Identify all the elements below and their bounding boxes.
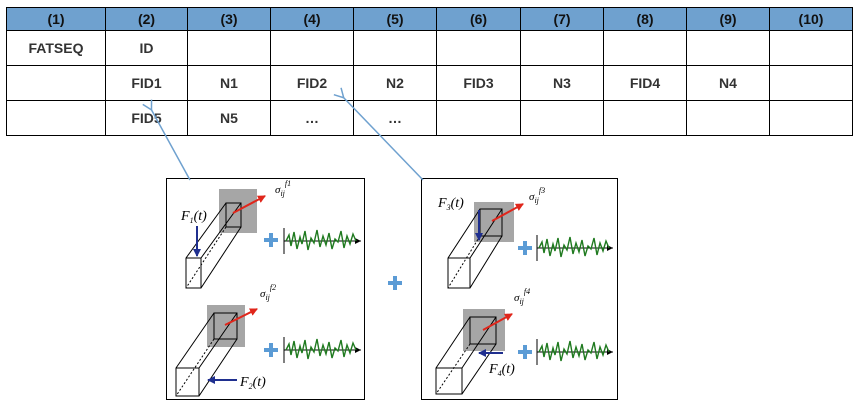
field-number-header-row: (1) (2) (3) (4) (5) (6) (7) (8) (9) (10) [6,7,853,31]
plus-icon [388,276,402,290]
table-cell: N4 [686,65,770,101]
plus-icon [264,233,278,247]
element-beam-4 [435,309,513,395]
table-row: FID1 N1 FID2 N2 FID3 N3 FID4 N4 [6,65,853,101]
field-header-cell: (10) [769,7,853,31]
table-cell [6,65,106,101]
plus-icon [518,241,532,255]
table-cell [769,30,853,66]
fatseq-card-table: (1) (2) (3) (4) (5) (6) (7) (8) (9) (10)… [6,7,853,136]
table-cell [603,30,687,66]
stress-label-4: σijf4 [514,287,530,306]
stress-arrow-2 [224,308,258,326]
table-cell: FID5 [105,100,188,136]
table-cell [187,30,271,66]
force-label-f4: F4(t) [488,362,515,378]
random-signal-icon [536,235,613,261]
element-shade-2 [207,305,245,347]
table-cell: … [353,100,437,136]
stress-label-2: σijf2 [260,283,276,302]
table-cell [436,100,521,136]
plus-icon [264,343,278,357]
table-cell [436,30,521,66]
force-label-f1: F1(t) [180,209,207,225]
field-header-cell: (7) [520,7,604,31]
field-header-cell: (9) [686,7,770,31]
table-cell: FATSEQ [6,30,106,66]
table-cell [6,100,106,136]
table-cell [603,100,687,136]
table-row: FID5 N5 … … [6,100,853,136]
table-cell [686,30,770,66]
table-cell: FID1 [105,65,188,101]
table-cell [769,100,853,136]
random-signal-icon [283,337,361,363]
random-signal-icon [536,339,613,365]
force-label-f2: F2(t) [239,375,266,391]
stress-label-1: σijf1 [275,179,291,198]
left-load-panel [166,178,365,400]
connector-fid2-line [343,97,424,181]
element-beam-2 [175,305,258,397]
stress-arrow-4 [482,313,513,331]
plus-icon [518,345,532,359]
field-header-cell: (1) [6,7,106,31]
stress-arrow-3 [491,203,524,222]
stress-label-3: σijf3 [529,186,545,205]
random-signal-icon [283,228,361,254]
force-label-f3: F3(t) [437,196,464,212]
stress-arrow-1 [232,195,266,214]
field-header-cell: (4) [270,7,354,31]
connector-fid1-line [151,109,191,181]
table-cell [686,100,770,136]
field-header-cell: (5) [353,7,437,31]
right-load-panel [421,178,618,400]
element-beam-1 [185,189,266,289]
element-beam-3 [447,202,524,289]
table-cell: N2 [353,65,437,101]
table-cell [520,30,604,66]
